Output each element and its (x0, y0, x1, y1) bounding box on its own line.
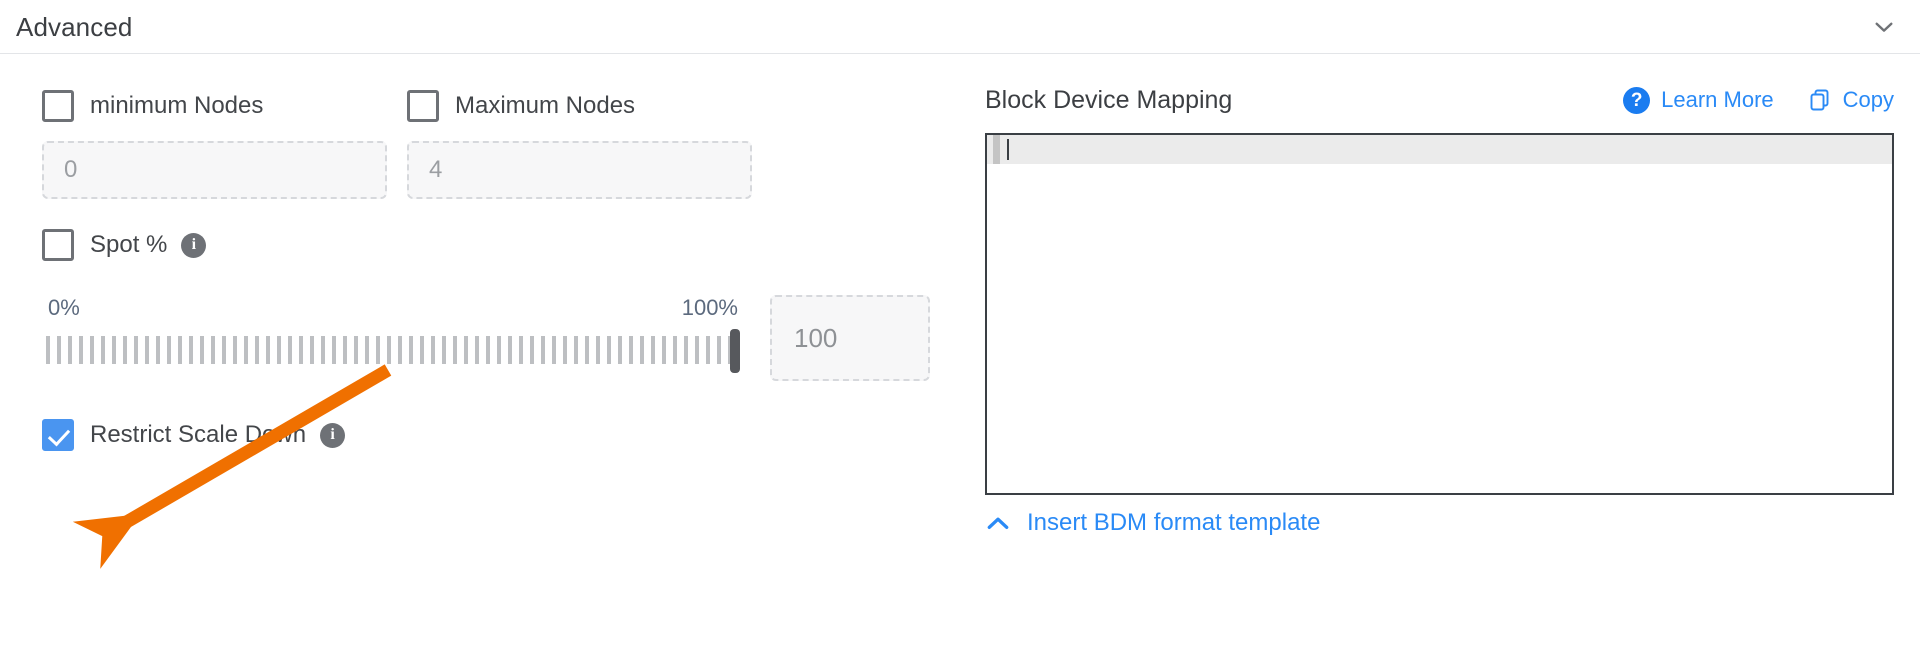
block-device-mapping-header: Block Device Mapping ? Learn More Copy (985, 83, 1894, 117)
block-device-mapping-title: Block Device Mapping (985, 85, 1233, 114)
maximum-nodes-label: Maximum Nodes (455, 92, 636, 119)
slider-min-label: 0% (48, 295, 80, 320)
slider-value-input[interactable]: 100 (770, 295, 930, 381)
slider-wrapper: 0% 100% (42, 295, 742, 373)
restrict-scale-down-label: Restrict Scale Down (90, 421, 307, 448)
section-header: Advanced (0, 0, 1920, 54)
maximum-nodes-checkbox-row[interactable]: Maximum Nodes (407, 89, 752, 123)
copy-icon (1810, 89, 1829, 111)
minimum-nodes-field: minimum Nodes 0 (42, 89, 387, 199)
block-device-mapping-editor[interactable] (985, 133, 1894, 495)
restrict-scale-down-info-icon[interactable]: i (320, 422, 346, 448)
block-device-mapping-actions: ? Learn More Copy (1589, 86, 1894, 114)
node-limits-row: minimum Nodes 0 Maximum Nodes 4 (42, 89, 960, 199)
spot-percent-row[interactable]: Spot % i (42, 229, 960, 261)
spot-percent-checkbox[interactable] (42, 229, 74, 261)
minimum-nodes-label: minimum Nodes (90, 92, 264, 119)
slider-legend: 0% 100% (42, 295, 742, 321)
insert-bdm-template-button[interactable]: Insert BDM format template (985, 509, 1320, 537)
slider-thumb[interactable] (730, 329, 740, 373)
left-column: minimum Nodes 0 Maximum Nodes 4 Spot % i (0, 55, 960, 656)
chevron-up-icon (987, 517, 1009, 530)
maximum-nodes-checkbox[interactable] (407, 90, 439, 122)
restrict-scale-down-row[interactable]: Restrict Scale Down i (42, 419, 960, 451)
maximum-nodes-input[interactable]: 4 (407, 141, 752, 199)
insert-bdm-template-label: Insert BDM format template (1027, 509, 1321, 536)
collapse-section-button[interactable] (1862, 5, 1906, 49)
learn-more-label: Learn More (1661, 87, 1774, 112)
slider-ticks (46, 336, 730, 364)
page-title: Advanced (16, 11, 133, 42)
copy-label: Copy (1842, 87, 1894, 112)
chevron-down-icon (1875, 22, 1893, 32)
spot-percent-slider-area: 0% 100% 100 (42, 295, 960, 381)
right-column: Block Device Mapping ? Learn More Copy (985, 55, 1920, 656)
spot-percent-info-icon[interactable]: i (181, 232, 207, 258)
editor-caret (1007, 139, 1009, 160)
minimum-nodes-checkbox[interactable] (42, 90, 74, 122)
editor-gutter (993, 135, 1000, 164)
slider-max-label: 100% (681, 295, 738, 320)
copy-button[interactable]: Copy (1808, 87, 1894, 113)
spot-percent-label: Spot % (90, 231, 168, 258)
restrict-scale-down-checkbox[interactable] (42, 419, 74, 451)
learn-more-link[interactable]: ? Learn More (1623, 86, 1774, 114)
minimum-nodes-checkbox-row[interactable]: minimum Nodes (42, 89, 387, 123)
editor-active-line (987, 135, 1892, 164)
question-circle-icon: ? (1623, 86, 1651, 114)
slider-track[interactable] (42, 329, 742, 373)
maximum-nodes-field: Maximum Nodes 4 (407, 89, 752, 199)
minimum-nodes-input[interactable]: 0 (42, 141, 387, 199)
